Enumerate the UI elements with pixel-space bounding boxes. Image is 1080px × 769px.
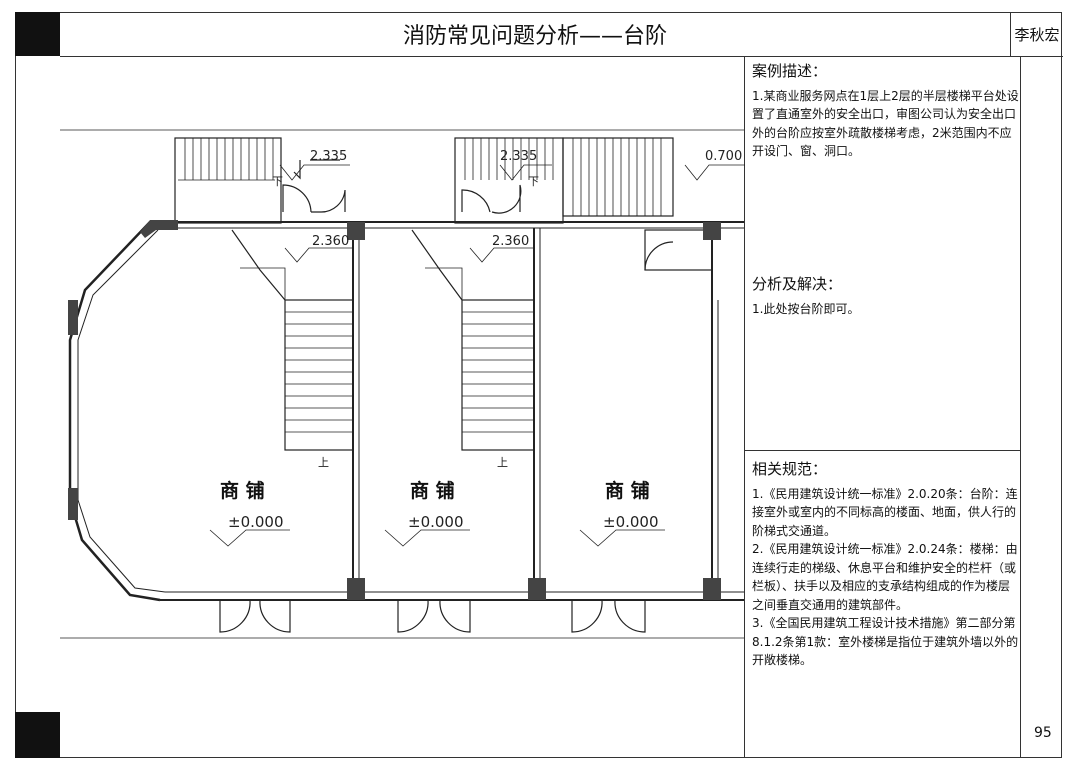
right-column-divider [1020,56,1021,758]
case-item: 1.某商业服务网点在1层上2层的半层楼梯平台处设置了直通室外的安全出口，审图公司… [752,88,1019,159]
elevation-label: 2.360 [492,234,529,249]
page-number: 95 [1034,725,1052,741]
elevation-label: 2.360 [312,234,349,249]
stair-mark: 下 [272,175,283,188]
analysis-item: 1.此处按台阶即可。 [752,301,860,316]
elevation-label: 2.335 [500,149,537,164]
norms-heading: 相关规范： [752,460,828,478]
panel-divider [744,56,745,758]
corner-block-top [15,12,60,56]
case-heading: 案例描述： [752,62,828,80]
shop-label: 商 铺 [605,479,650,502]
norms-section: 相关规范： 1.《民用建筑设计统一标准》2.0.20条：台阶：连接室外或室内的不… [752,460,1020,670]
case-description: 案例描述： 1.某商业服务网点在1层上2层的半层楼梯平台处设置了直通室外的安全出… [752,62,1020,161]
norms-item: 1.《民用建筑设计统一标准》2.0.20条：台阶：连接室外或室内的不同标高的楼面… [752,486,1018,538]
author-name: 李秋宏 [1010,12,1063,57]
shop-label: 商 铺 [220,479,265,502]
elevation-label: 0.700 [705,149,742,164]
analysis-section: 分析及解决： 1.此处按台阶即可。 [752,275,1020,318]
floor-level: ±0.000 [603,513,659,531]
stair-mark: 上 [318,456,329,469]
page-frame [15,12,1062,758]
norms-item: 2.《民用建筑设计统一标准》2.0.24条：楼梯：由连续行走的梯级、休息平台和维… [752,542,1018,612]
analysis-heading: 分析及解决： [752,275,843,293]
elevation-label: 2.335 [310,149,347,164]
stair-mark: 上 [497,456,508,469]
norms-item: 3.《全国民用建筑工程设计技术措施》第二部分第8.1.2条第1款：室外楼梯是指位… [752,616,1019,667]
page-title: 消防常见问题分析——台阶 [60,12,1010,57]
floor-level: ±0.000 [408,513,464,531]
shop-label: 商 铺 [410,479,455,502]
corner-block-bottom [15,712,60,758]
floor-level: ±0.000 [228,513,284,531]
section-divider [744,450,1020,451]
stair-mark: 下 [528,175,539,188]
